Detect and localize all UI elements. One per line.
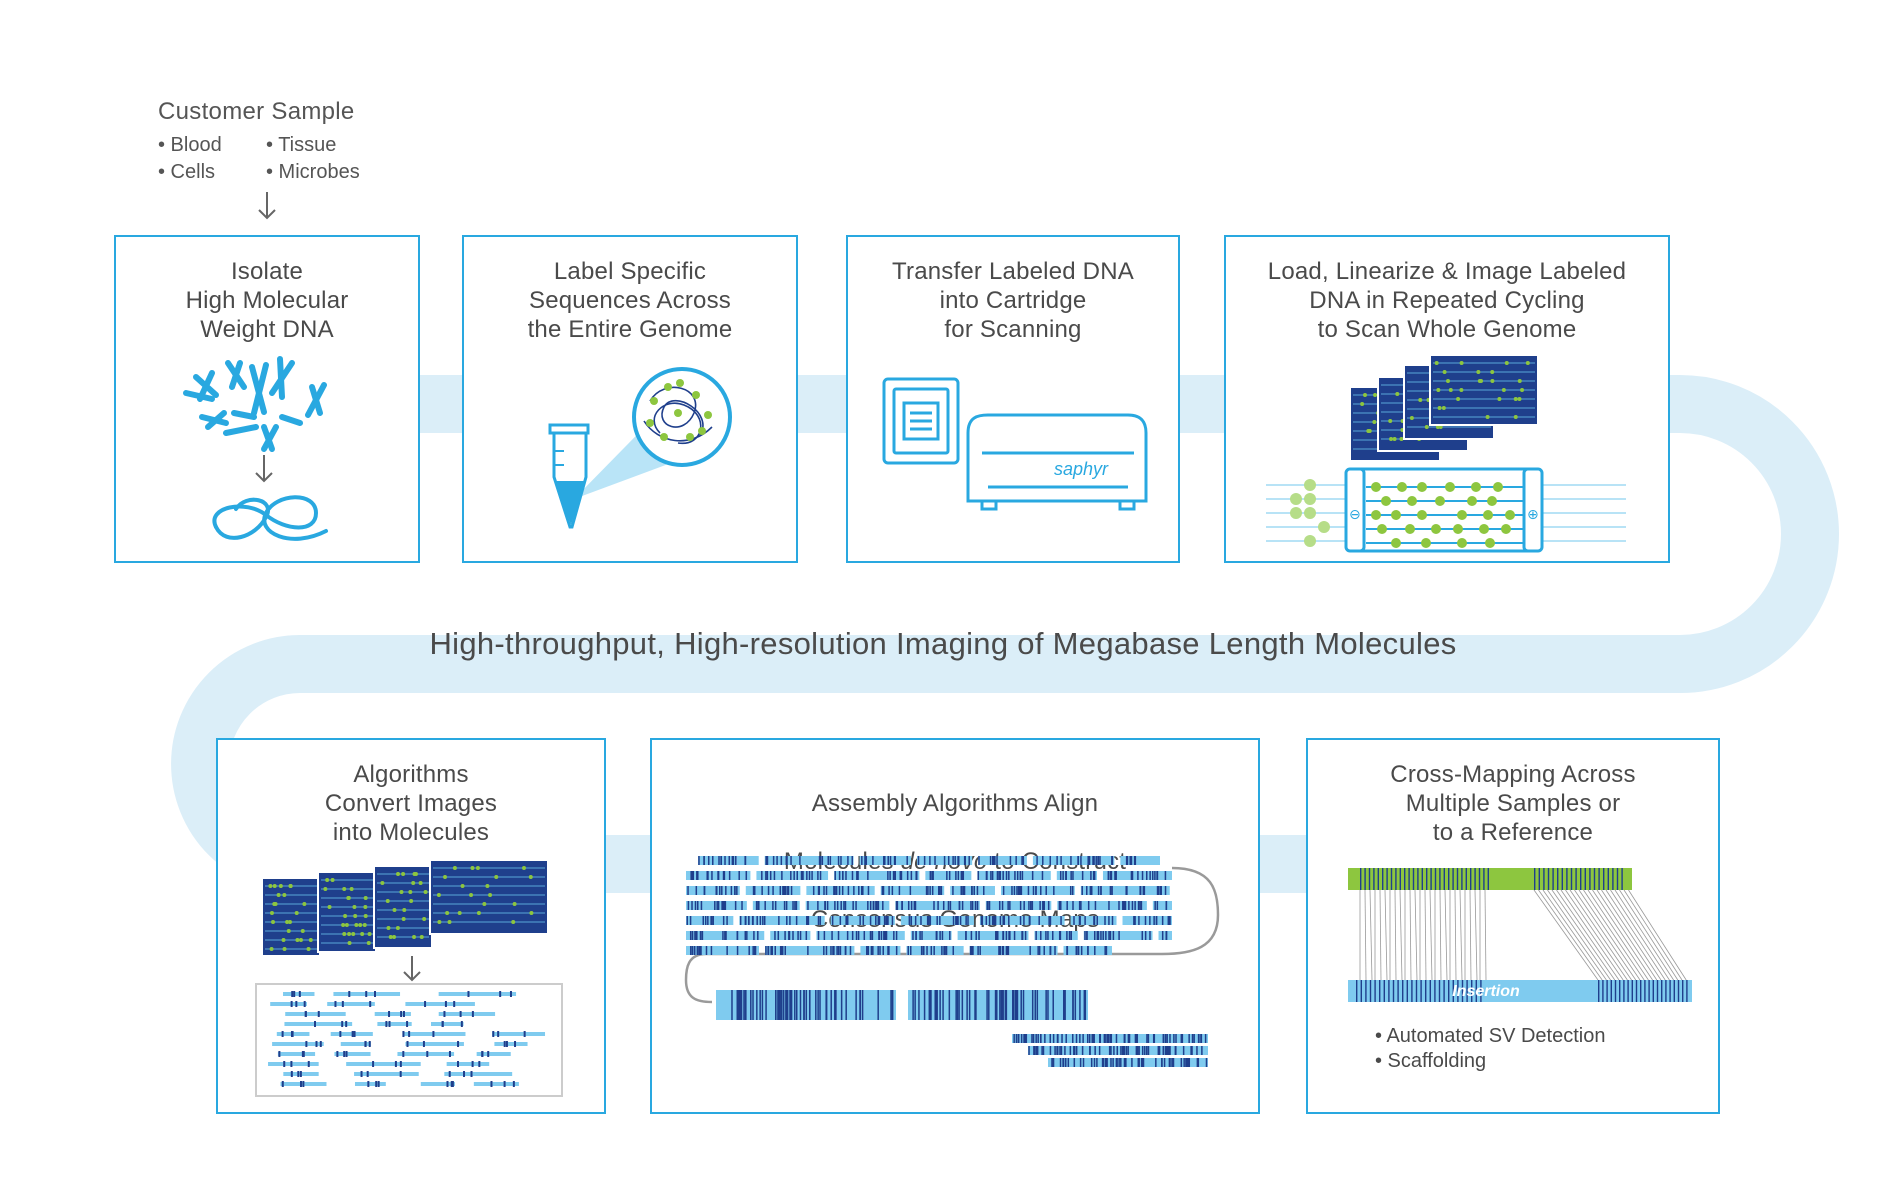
saphyr-instrument-icon: saphyr xyxy=(882,377,1148,511)
step-cross-mapping: Cross-Mapping Across Multiple Samples or… xyxy=(1306,738,1720,1114)
banner-text: High-throughput, High-resolution Imaging… xyxy=(429,626,1457,661)
nanochannel-icon: ⊖ ⊕ xyxy=(1266,467,1626,553)
reference-map xyxy=(1348,868,1632,890)
step-title: Load, Linearize & Image Labeled DNA in R… xyxy=(1267,258,1627,343)
cross-mapping-bullets: • Automated SV Detection • Scaffolding xyxy=(1375,1024,1605,1074)
alignment-lines-icon xyxy=(1359,889,1687,981)
images-to-molecules-icon xyxy=(255,859,563,1097)
chromosomes-to-dna-icon xyxy=(183,356,328,541)
step-transfer-cartridge: Transfer Labeled DNA into Cartridge for … xyxy=(846,235,1180,563)
customer-sample: Customer Sample • Blood • Tissue • Cells… xyxy=(158,98,418,184)
bullet-item: • Automated SV Detection xyxy=(1375,1025,1606,1047)
step-title: Cross-Mapping Across Multiple Samples or… xyxy=(1390,761,1636,846)
consensus-map-icon xyxy=(684,856,1220,1067)
step-title: Isolate High Molecular Weight DNA xyxy=(185,258,349,343)
molecule-list-icon xyxy=(268,991,546,1087)
svg-text:⊖: ⊖ xyxy=(1349,506,1361,522)
step-title: Algorithms Convert Images into Molecules xyxy=(324,761,498,846)
sample-map xyxy=(1348,980,1692,1002)
image-stack-icon xyxy=(261,859,549,957)
cross-mapping-icon: Insertion xyxy=(1348,868,1692,1002)
image-stack-icon xyxy=(1349,354,1539,462)
flow-path xyxy=(171,375,1839,893)
sample-item: • Microbes xyxy=(266,161,360,183)
sample-arrow-icon xyxy=(258,192,276,220)
step-title: Label Specific Sequences Across the Enti… xyxy=(527,258,733,343)
nanochannel-imaging-icon: ⊖ ⊕ xyxy=(1266,354,1626,553)
step-assembly: Assembly Algorithms Align Molecules de n… xyxy=(650,738,1260,1114)
map-rows-icon xyxy=(686,856,1208,1067)
labeling-tube-icon xyxy=(548,367,732,529)
bullet-item: • Scaffolding xyxy=(1375,1050,1487,1072)
sample-item: • Tissue xyxy=(266,134,337,156)
insertion-label: Insertion xyxy=(1452,983,1520,1000)
customer-sample-list: • Blood • Tissue • Cells • Microbes xyxy=(158,134,418,184)
step-title: Transfer Labeled DNA into Cartridge for … xyxy=(892,258,1134,343)
sample-item: • Blood xyxy=(158,134,222,156)
svg-text:⊕: ⊕ xyxy=(1527,506,1539,522)
step-isolate-dna: Isolate High Molecular Weight DNA xyxy=(114,235,420,563)
step-label-sequences: Label Specific Sequences Across the Enti… xyxy=(462,235,798,563)
device-label: saphyr xyxy=(1054,459,1109,479)
sample-item: • Cells xyxy=(158,161,216,183)
step-load-linearize-image: Load, Linearize & Image Labeled DNA in R… xyxy=(1224,235,1670,563)
customer-sample-title: Customer Sample xyxy=(158,98,355,125)
title-line: Assembly Algorithms Align xyxy=(811,790,1099,817)
step-convert-images: Algorithms Convert Images into Molecules xyxy=(216,738,606,1114)
